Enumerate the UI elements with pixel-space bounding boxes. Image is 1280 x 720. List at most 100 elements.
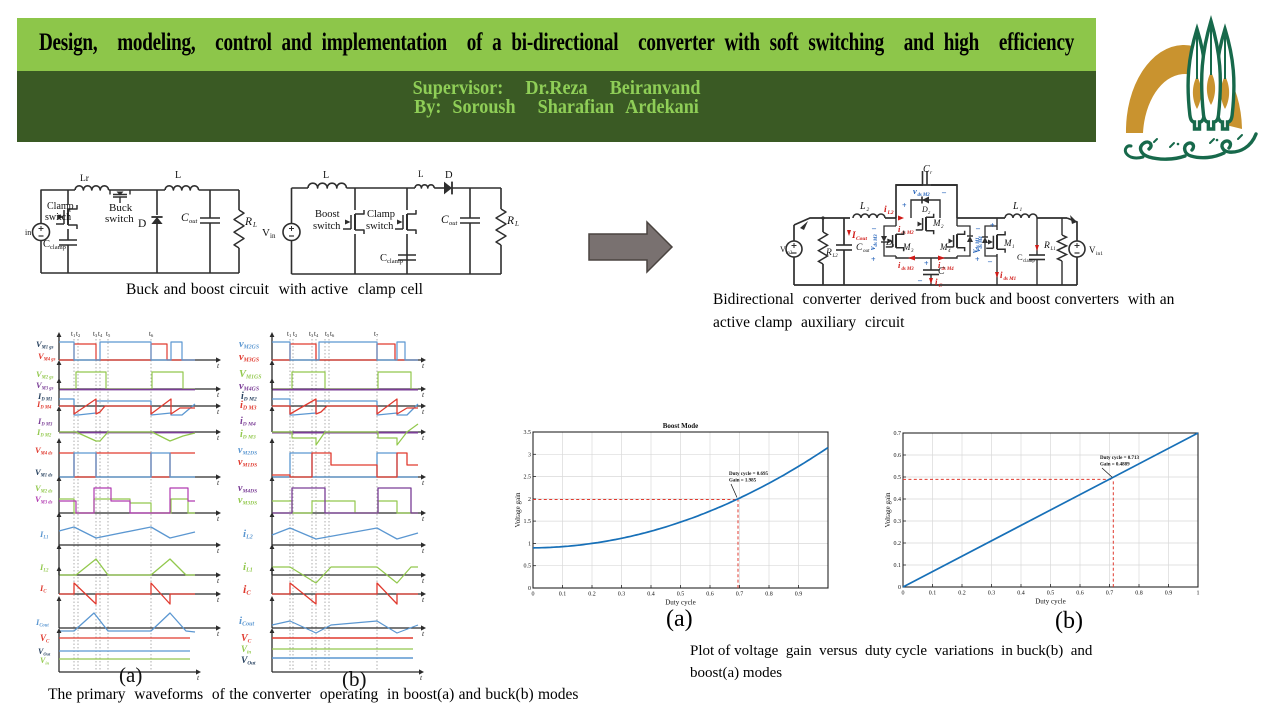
svg-text:t: t [422,361,425,370]
svg-text:VM3 gs: VM3 gs [36,380,54,392]
svg-text:Voltage gain: Voltage gain [514,492,522,528]
svg-text:0.8: 0.8 [765,592,773,598]
svg-text:t5: t5 [325,330,330,338]
svg-text:L: L [175,170,181,181]
svg-text:i: i [938,260,941,270]
svg-text:t: t [217,390,220,399]
svg-text:i: i [1000,270,1003,280]
svg-text:ds M3: ds M3 [902,267,915,272]
svg-text:–: – [987,257,993,266]
svg-text:switch: switch [105,213,134,225]
svg-text:ds M2: ds M2 [902,231,915,236]
svg-text:vM3DS: vM3DS [238,495,257,507]
svg-text:2: 2 [528,497,531,503]
svg-text:Duty cycle = 0.713: Duty cycle = 0.713 [1100,456,1139,461]
svg-text:+: + [975,255,980,264]
svg-text:iCout: iCout [239,615,254,628]
svg-text:4: 4 [948,249,951,254]
svg-text:iL2: iL2 [243,528,253,541]
svg-text:VC: VC [40,633,50,645]
svg-text:L: L [859,201,866,212]
svg-text:t2: t2 [293,330,297,338]
svg-text:+: + [990,221,995,230]
svg-text:1: 1 [1012,245,1015,250]
svg-text:out: out [189,218,198,225]
svg-text:0.2: 0.2 [588,592,596,598]
svg-text:1: 1 [1197,591,1200,597]
svg-text:0: 0 [528,586,531,592]
svg-text:iD M4: iD M4 [240,416,256,428]
svg-text:Duty cycle: Duty cycle [665,599,696,607]
svg-text:vM2DS: vM2DS [238,445,257,457]
svg-text:in2: in2 [786,251,793,256]
svg-text:clamp: clamp [50,244,66,251]
svg-text:iD M3: iD M3 [240,429,256,441]
svg-text:0.1: 0.1 [559,592,567,598]
svg-text:R: R [1043,241,1050,251]
svg-text:0.4: 0.4 [1017,591,1025,597]
svg-text:R: R [506,215,514,227]
svg-text:L1: L1 [1050,247,1056,252]
svg-text:i: i [884,205,887,215]
svg-text:t: t [422,433,425,442]
svg-text:2: 2 [941,225,944,230]
svg-text:t4: t4 [98,330,103,338]
svg-text:VM1 ds: VM1 ds [35,467,53,479]
svg-text:0.6: 0.6 [894,453,902,459]
svg-text:iD M3: iD M3 [240,400,257,412]
svg-text:t1: t1 [71,330,75,338]
svg-text:0: 0 [902,591,905,597]
svg-text:Boost Mode: Boost Mode [663,422,699,430]
svg-text:D: D [921,205,928,214]
svg-text:C: C [181,212,189,224]
svg-text:VM3 ds: VM3 ds [35,494,53,506]
svg-text:t4: t4 [314,330,319,338]
svg-text:M: M [1003,238,1012,248]
svg-text:R: R [825,248,832,258]
svg-text:0: 0 [532,592,535,598]
svg-text:D: D [885,237,893,247]
svg-text:0.5: 0.5 [677,592,685,598]
svg-text:t: t [422,576,425,585]
svg-text:t: t [217,546,220,555]
svg-text:0.6: 0.6 [706,592,714,598]
svg-text:L2: L2 [832,254,839,259]
svg-text:VM4 ds: VM4 ds [35,445,53,457]
svg-text:t3: t3 [309,330,314,338]
svg-text:in1: in1 [1096,251,1103,257]
svg-text:Vin: Vin [40,656,50,666]
svg-text:0.3: 0.3 [894,519,902,525]
svg-text:0.7: 0.7 [736,592,744,598]
svg-text:t: t [217,629,220,638]
svg-text:R: R [244,216,252,228]
svg-text:(b): (b) [342,667,367,691]
svg-text:0.7: 0.7 [894,431,902,437]
svg-text:VM4 gs: VM4 gs [38,351,56,363]
svg-text:Clamp: Clamp [47,201,74,212]
svg-text:C: C [939,283,943,289]
svg-text:i: i [898,224,901,234]
svg-text:L: L [1012,201,1019,212]
svg-text:clamp: clamp [387,258,403,265]
svg-text:Cout: Cout [856,236,867,242]
svg-text:iL1: iL1 [243,561,253,574]
svg-text:M: M [902,242,911,252]
svg-text:vM4DS: vM4DS [238,483,257,495]
svg-text:vds M3: vds M3 [868,234,879,250]
svg-text:1: 1 [1020,207,1023,213]
svg-text:in: in [270,232,276,240]
svg-text:t: t [422,478,425,487]
svg-text:vM3GS: vM3GS [239,352,259,364]
svg-text:i: i [935,277,938,287]
svg-text:t: t [217,407,220,416]
svg-text:D: D [138,218,146,230]
svg-text:0.2: 0.2 [958,591,966,597]
svg-text:0.1: 0.1 [929,591,937,597]
svg-text:t: t [217,595,220,604]
svg-text:clamp: clamp [1023,259,1035,264]
svg-text:2: 2 [928,210,931,215]
svg-text:VC: VC [241,633,252,645]
svg-text:0.5: 0.5 [524,564,532,570]
svg-text:Gain = 0.4889: Gain = 0.4889 [1100,463,1130,468]
svg-text:VM2 gs: VM2 gs [36,369,54,381]
